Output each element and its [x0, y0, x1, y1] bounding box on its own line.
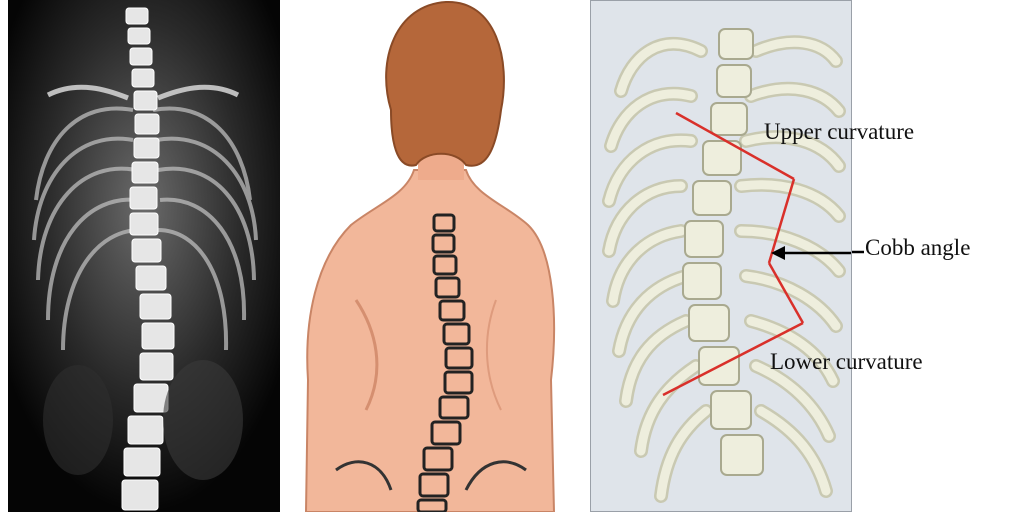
cobb-angle-diagram: [590, 0, 852, 512]
scoliosis-back-illustration: [296, 0, 558, 512]
lower-curvature-label: Lower curvature: [770, 350, 923, 373]
cobb-angle-label: Cobb angle: [865, 236, 970, 259]
spine-xray-image: [8, 0, 280, 512]
back-body: [306, 170, 554, 512]
hair: [386, 2, 504, 166]
upper-curvature-label: Upper curvature: [764, 120, 914, 143]
cobb-arrow-tail: [852, 244, 866, 260]
